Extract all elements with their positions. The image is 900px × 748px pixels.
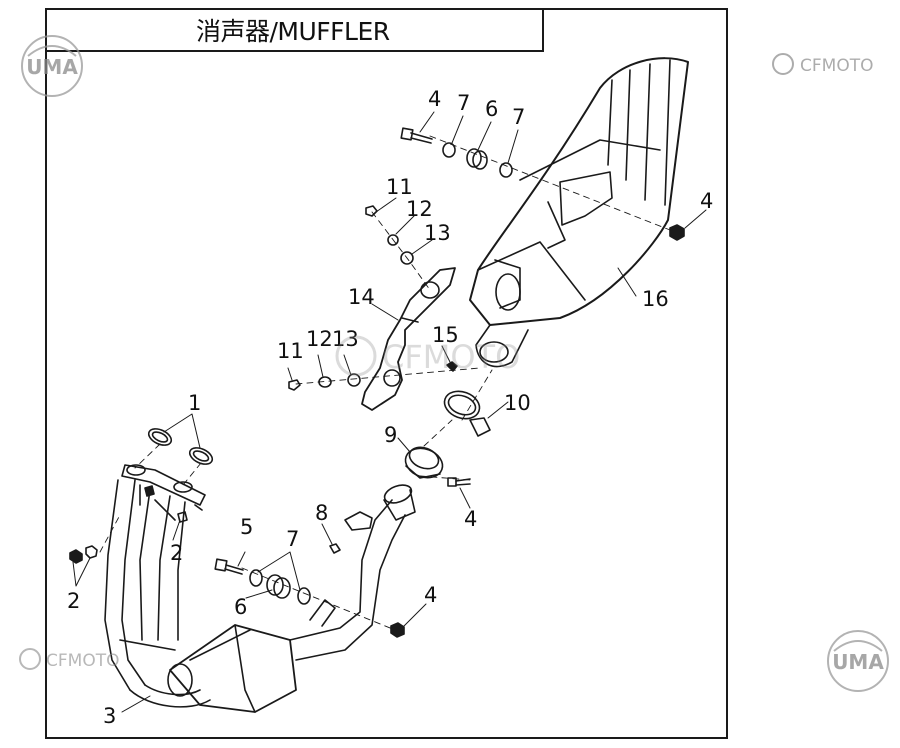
washer-part-12-upper <box>387 234 399 246</box>
callout-5: 4 <box>464 507 477 531</box>
leader-lines <box>72 111 707 713</box>
callout-14: 14 <box>348 285 375 309</box>
svg-text:UMA: UMA <box>832 650 884 674</box>
callout-4: 4 <box>700 189 713 213</box>
bolt-part-5-upper <box>400 127 433 144</box>
bolt-part-11-lower <box>288 379 301 391</box>
nut-part-2-a <box>69 549 83 564</box>
washer-part-7-upper-a <box>442 142 456 158</box>
sensor-plug-part-8 <box>329 543 341 554</box>
clamp-part-10 <box>443 390 491 437</box>
uma-watermark-top-left: UMA <box>21 35 83 97</box>
callout-13: 13 <box>332 327 359 351</box>
callout-labels: 4 7 6 7 4 11 12 13 14 16 11 12 13 15 10 … <box>67 87 713 728</box>
bolt-part-11-upper <box>365 205 378 217</box>
callout-12: 12 <box>406 197 433 221</box>
nut-part-13-lower <box>347 373 361 387</box>
nut-part-4-upper <box>669 224 685 241</box>
stud-part-2-d <box>177 511 188 523</box>
grommet-part-6-upper <box>466 148 488 170</box>
muffler-bracket-part-14 <box>361 267 456 411</box>
callout-4: 4 <box>424 583 437 607</box>
callout-11: 11 <box>386 175 413 199</box>
bolt-part-5-mid <box>447 477 471 487</box>
callout-12: 12 <box>306 327 333 351</box>
callout-3: 3 <box>103 704 116 728</box>
nut-part-13-upper <box>400 251 414 265</box>
bolt-part-5-lower <box>214 558 244 575</box>
callout-5: 5 <box>240 515 253 539</box>
callout-13: 13 <box>424 221 451 245</box>
nut-part-2-b <box>85 545 98 559</box>
washer-part-7-upper-b <box>499 162 513 178</box>
header-pipe-part-3 <box>104 464 416 713</box>
callout-1: 1 <box>188 391 201 415</box>
callout-7: 7 <box>457 91 470 115</box>
nut-part-4-lower <box>390 622 405 638</box>
callout-11: 11 <box>277 339 304 363</box>
washer-part-7-lower-a <box>249 569 263 587</box>
cfmoto-watermark-top-right: CFMOTO <box>772 53 873 76</box>
stud-part-2-c <box>144 485 155 497</box>
callout-15: 15 <box>432 323 459 347</box>
svg-text:CFMOTO: CFMOTO <box>46 651 119 671</box>
callout-7: 7 <box>512 105 525 129</box>
callout-7: 7 <box>286 527 299 551</box>
svg-text:CFMOTO: CFMOTO <box>800 56 873 76</box>
assembly-lines <box>99 135 671 631</box>
gasket-part-9 <box>404 446 444 479</box>
callout-9: 9 <box>384 423 397 447</box>
exhaust-gasket-part-1 <box>147 428 214 465</box>
cfmoto-watermark-center: CFMOTO <box>335 335 520 377</box>
cfmoto-watermark-bottom-left: CFMOTO <box>19 648 119 671</box>
page-title: 消声器/MUFFLER <box>196 17 390 46</box>
callout-5: 4 <box>428 87 441 111</box>
uma-watermark-bottom-right: UMA <box>827 630 889 692</box>
callout-6: 6 <box>234 595 247 619</box>
title-box <box>45 8 544 52</box>
washer-part-7-lower-b <box>297 587 311 605</box>
nut-part-15 <box>446 361 458 372</box>
callout-10: 10 <box>504 391 531 415</box>
muffler-body-part-16 <box>469 57 689 368</box>
callout-16: 16 <box>642 287 669 311</box>
svg-text:CFMOTO: CFMOTO <box>382 338 520 376</box>
callout-2: 2 <box>67 589 80 613</box>
callout-6: 6 <box>485 97 498 121</box>
svg-text:UMA: UMA <box>26 55 78 79</box>
callout-8: 8 <box>315 501 328 525</box>
callout-2: 2 <box>170 541 183 565</box>
